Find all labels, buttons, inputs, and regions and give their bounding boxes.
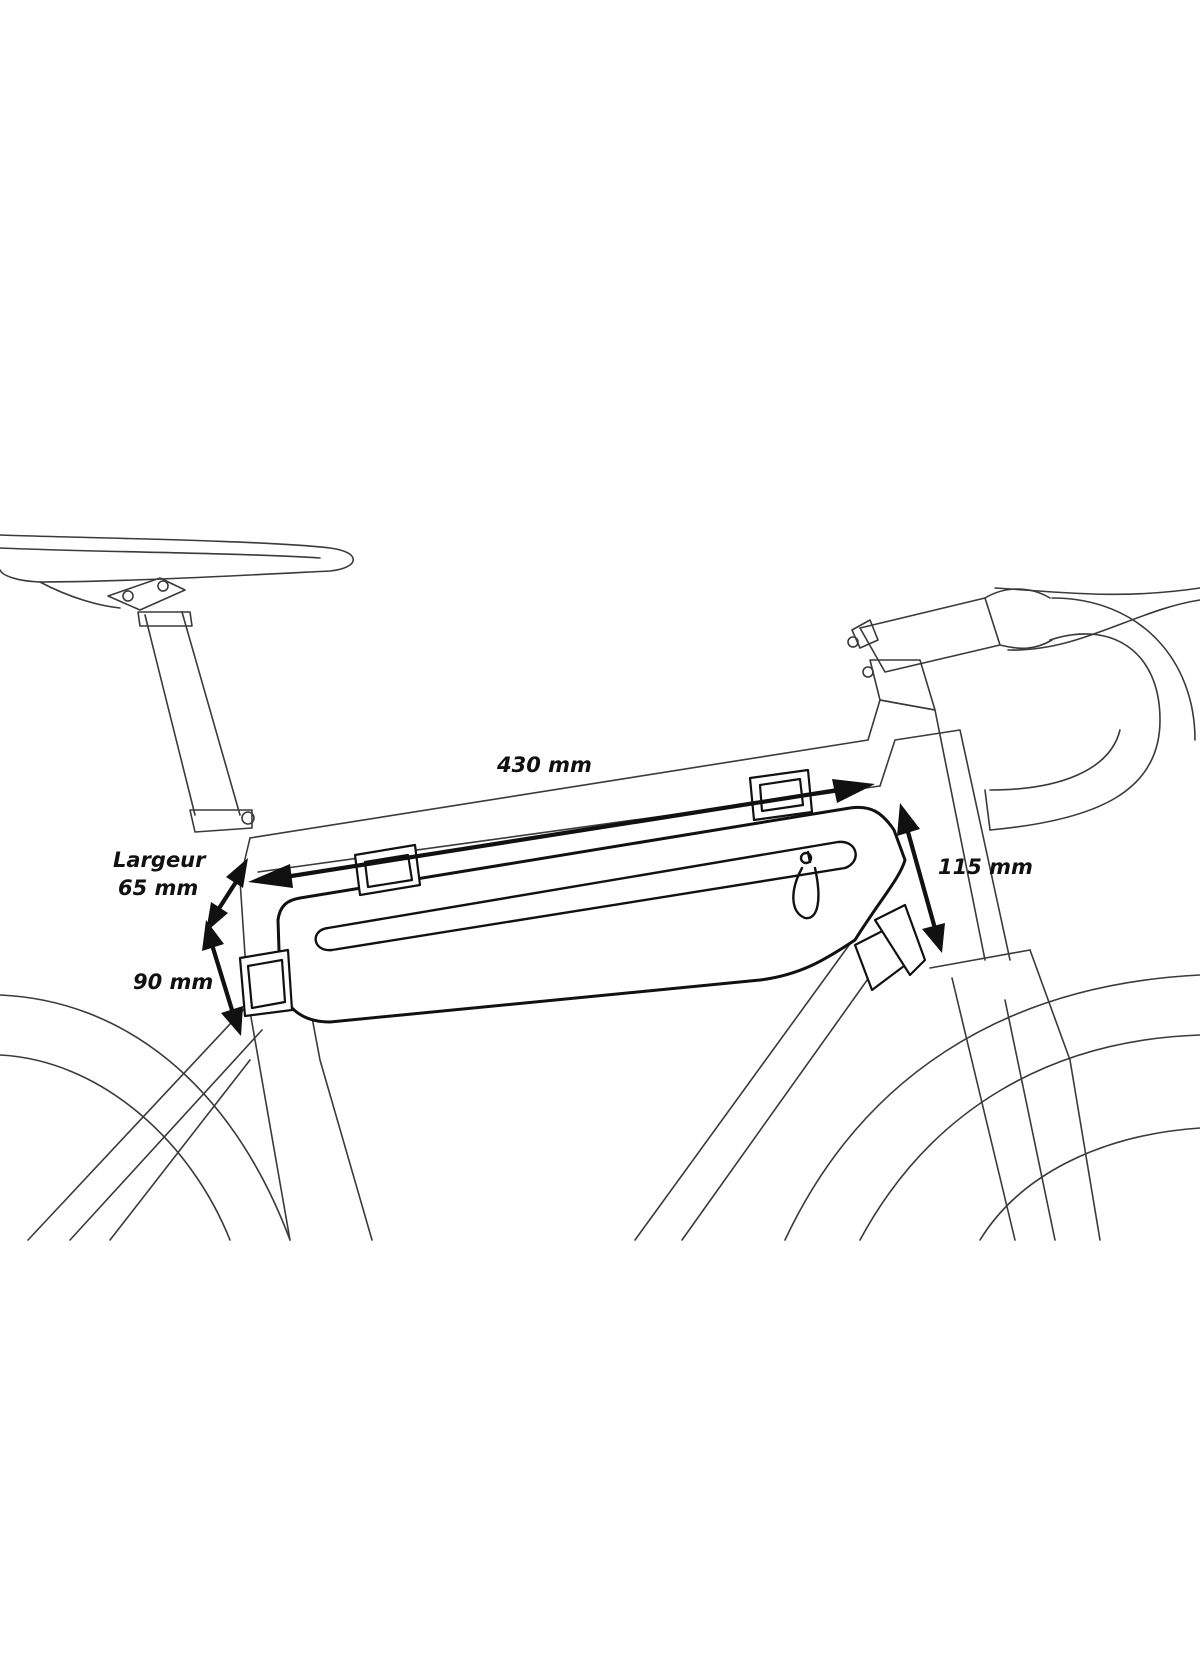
saddle bbox=[0, 534, 354, 611]
width-label-text: Largeur bbox=[113, 848, 206, 872]
rear-wheel bbox=[0, 994, 291, 1241]
width-value-label: 65 mm bbox=[118, 876, 199, 900]
zipper-track bbox=[314, 840, 857, 952]
frame-bag bbox=[276, 805, 907, 1024]
dimension-arrow-width bbox=[206, 858, 248, 932]
dimension-arrow-front-height bbox=[897, 803, 945, 953]
dimension-arrow-rear-height bbox=[202, 920, 243, 1036]
seatpost bbox=[137, 611, 255, 833]
dimension-arrow-length bbox=[248, 779, 875, 888]
stem-handlebar bbox=[847, 587, 1200, 831]
length-label: 430 mm bbox=[497, 753, 592, 777]
front-height-label: 115 mm bbox=[938, 855, 1033, 879]
rear-height-label: 90 mm bbox=[133, 970, 214, 994]
front-wheel bbox=[784, 974, 1200, 1241]
